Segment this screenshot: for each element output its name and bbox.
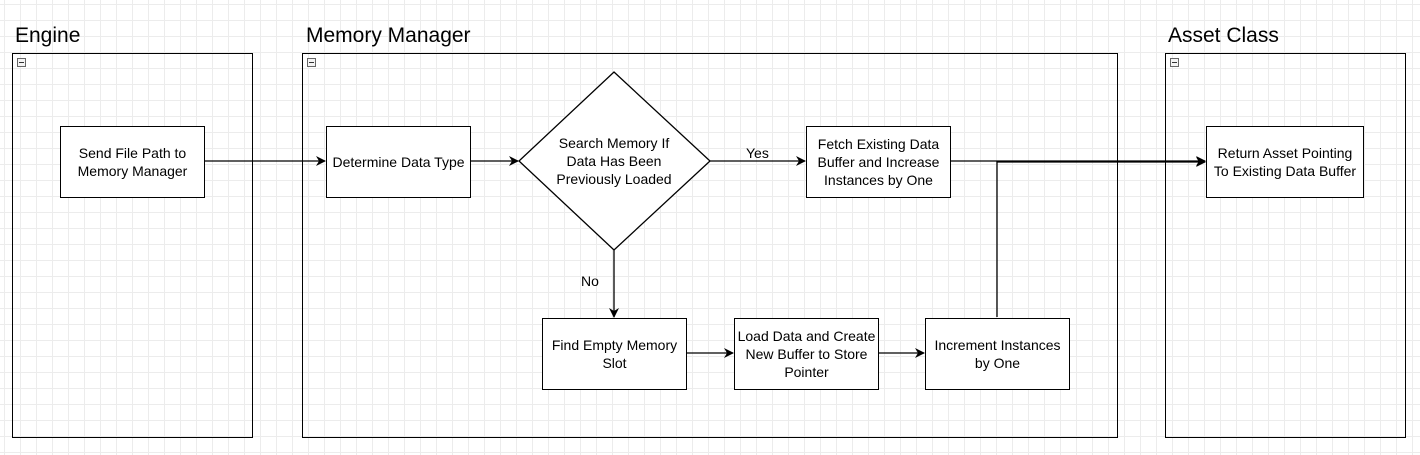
node-load-data-label: Load Data and Create New Buffer to Store…	[737, 328, 876, 380]
node-determine-data-type-label: Determine Data Type	[332, 154, 465, 170]
node-find-empty-slot[interactable]: Find Empty Memory Slot	[542, 318, 687, 390]
node-send-file-path[interactable]: Send File Path to Memory Manager	[60, 126, 205, 198]
node-return-asset-label: Return Asset Pointing To Existing Data B…	[1213, 145, 1357, 179]
node-fetch-existing-label: Fetch Existing Data Buffer and Increase …	[817, 136, 940, 188]
collapse-icon[interactable]	[307, 58, 316, 67]
node-load-data[interactable]: Load Data and Create New Buffer to Store…	[734, 318, 879, 390]
node-fetch-existing[interactable]: Fetch Existing Data Buffer and Increase …	[806, 126, 951, 198]
lane-asset-class[interactable]	[1165, 53, 1406, 438]
lane-engine[interactable]	[12, 53, 253, 438]
node-send-file-path-label: Send File Path to Memory Manager	[77, 145, 188, 179]
node-search-memory-label: Search Memory If Data Has Been Previousl…	[556, 135, 672, 187]
collapse-icon[interactable]	[1170, 58, 1179, 67]
edge-label-no: No	[581, 273, 599, 289]
lane-title-memory-manager: Memory Manager	[306, 24, 471, 47]
node-increment-instances[interactable]: Increment Instances by One	[925, 318, 1070, 390]
lane-title-engine: Engine	[15, 24, 81, 47]
lane-title-asset-class: Asset Class	[1168, 24, 1279, 47]
collapse-icon[interactable]	[17, 58, 26, 67]
edge-label-yes: Yes	[746, 145, 769, 161]
node-find-empty-slot-label: Find Empty Memory Slot	[551, 337, 678, 371]
node-determine-data-type[interactable]: Determine Data Type	[326, 126, 471, 198]
node-return-asset[interactable]: Return Asset Pointing To Existing Data B…	[1206, 126, 1364, 198]
node-increment-instances-label: Increment Instances by One	[934, 337, 1061, 371]
